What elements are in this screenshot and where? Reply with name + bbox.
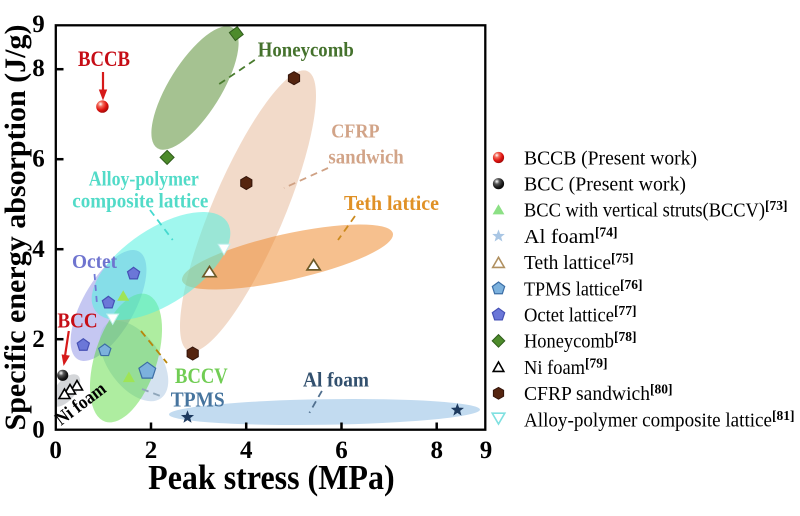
svg-text:0: 0 <box>49 437 62 464</box>
svg-text:Teth lattice[75]: Teth lattice[75] <box>524 251 634 275</box>
svg-text:Honeycomb[78]: Honeycomb[78] <box>524 329 637 353</box>
svg-text:Honeycomb: Honeycomb <box>258 38 354 62</box>
svg-text:2: 2 <box>32 326 45 353</box>
svg-text:Alloy-polymer composite lattic: Alloy-polymer composite lattice[81] <box>524 408 795 432</box>
svg-text:BCCB (Present work): BCCB (Present work) <box>524 147 697 169</box>
svg-text:4: 4 <box>240 437 253 464</box>
svg-text:Octet lattice[77]: Octet lattice[77] <box>524 303 637 327</box>
svg-text:TPMS: TPMS <box>171 387 225 411</box>
svg-text:Teth lattice: Teth lattice <box>344 191 439 215</box>
svg-text:Alloy-polymer: Alloy-polymer <box>89 166 199 190</box>
svg-text:BCC with vertical struts(BCCV): BCC with vertical struts(BCCV)[73] <box>524 198 788 222</box>
svg-text:Specific energy absorption (J/: Specific energy absorption (J/g) <box>0 25 32 431</box>
svg-text:8: 8 <box>430 437 443 464</box>
svg-text:composite lattice: composite lattice <box>72 188 208 212</box>
svg-text:TPMS lattice[76]: TPMS lattice[76] <box>524 277 643 301</box>
svg-text:Peak stress (MPa): Peak stress (MPa) <box>148 458 395 497</box>
svg-text:BCCV: BCCV <box>175 363 228 388</box>
svg-text:CFRP sandwich[80]: CFRP sandwich[80] <box>524 382 673 406</box>
svg-text:CFRP: CFRP <box>331 121 379 143</box>
svg-text:2: 2 <box>145 437 158 464</box>
svg-text:Al foam[74]: Al foam[74] <box>524 224 618 248</box>
svg-text:BCC (Present work): BCC (Present work) <box>524 174 686 196</box>
svg-text:6: 6 <box>335 437 348 464</box>
svg-text:sandwich: sandwich <box>328 147 403 169</box>
svg-text:4: 4 <box>32 236 45 263</box>
svg-text:0: 0 <box>32 417 45 444</box>
svg-text:BCCB: BCCB <box>78 46 130 71</box>
svg-text:6: 6 <box>32 145 45 172</box>
svg-text:BCC: BCC <box>57 309 97 333</box>
svg-text:8: 8 <box>32 55 45 82</box>
svg-text:9: 9 <box>32 11 45 38</box>
svg-text:Octet: Octet <box>72 251 117 273</box>
svg-text:9: 9 <box>480 437 493 464</box>
svg-text:Al foam: Al foam <box>303 367 369 391</box>
svg-text:Ni foam[79]: Ni foam[79] <box>524 355 608 379</box>
